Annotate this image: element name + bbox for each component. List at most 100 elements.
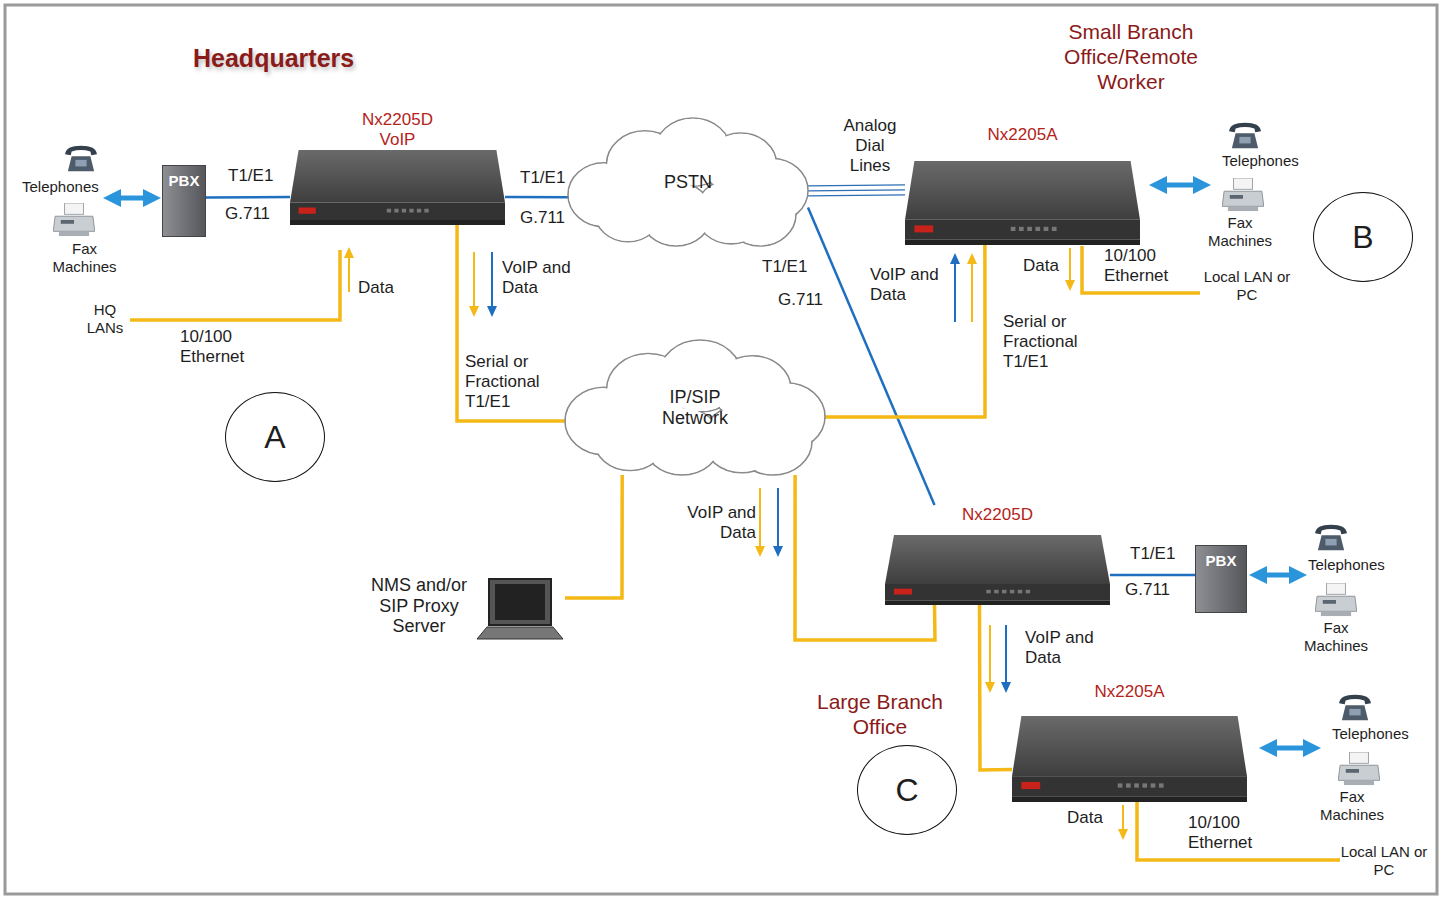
phone-icon — [1315, 525, 1347, 550]
link-path — [505, 196, 568, 199]
link-label: T1/E1 — [1128, 544, 1177, 564]
note-label: Local LAN or PC — [1340, 843, 1428, 878]
fax-icon — [1315, 583, 1357, 616]
link-path — [980, 605, 1013, 770]
device-chassis — [905, 161, 1140, 245]
note-label: Fax Machines — [1200, 214, 1280, 249]
server-label: NMS and/or SIP Proxy Server — [365, 575, 473, 637]
link-line — [505, 197, 568, 198]
lan-wire — [1082, 246, 1200, 293]
voice-arrow — [1268, 746, 1312, 751]
data-arrow — [1069, 248, 1071, 286]
data-arrow — [473, 252, 475, 312]
fax-icon — [1338, 752, 1380, 785]
phone-icon — [65, 146, 97, 171]
note-label: 10/100 Ethernet — [180, 327, 275, 367]
link-line — [808, 185, 905, 196]
network-cloud: PSTN — [568, 118, 808, 246]
note-label: G.711 — [520, 208, 565, 228]
site-letter: B — [1314, 193, 1412, 281]
voip-arrow — [491, 252, 493, 312]
note-label: HQ LANs — [78, 301, 132, 336]
link-line — [825, 245, 985, 417]
note-label: 10/100 Ethernet — [1104, 246, 1199, 286]
device-name: Nx2205D VoIP — [353, 110, 443, 149]
device-name: Nx2205D — [953, 505, 1043, 525]
link-path — [457, 225, 565, 421]
note-label: Fax Machines — [42, 240, 127, 275]
link-path — [206, 196, 290, 199]
network-device: Nx2205D — [885, 505, 1110, 605]
device-chassis — [1012, 716, 1247, 802]
note-label: G.711 — [778, 290, 823, 310]
device-chassis — [290, 150, 505, 225]
link-label: Serial or Fractional T1/E1 — [463, 352, 562, 412]
site-letter: C — [858, 746, 956, 834]
network-device: Nx2205A — [1012, 682, 1247, 802]
device-name: Nx2205A — [978, 125, 1068, 145]
link-line — [980, 605, 1013, 770]
link-label: Serial or Fractional T1/E1 — [1001, 312, 1095, 372]
link-label: T1/E1 — [760, 257, 809, 277]
note-label: Telephones — [1308, 556, 1385, 574]
device-chassis — [885, 535, 1110, 605]
link-line — [565, 475, 622, 598]
voice-arrow — [1158, 183, 1202, 188]
voice-arrow — [112, 196, 152, 201]
site-letter: A — [226, 393, 324, 481]
cloud-label: PSTN — [638, 172, 738, 193]
cloud-label: IP/SIP Network — [645, 387, 745, 428]
voip-arrow — [777, 488, 779, 552]
site-title: Large Branch Office — [800, 690, 960, 740]
site-circle: B — [1313, 192, 1413, 282]
link-path — [808, 190, 905, 191]
link-path — [565, 475, 622, 598]
pbx-label: PBX — [163, 166, 205, 189]
note-label: VoIP and Data — [870, 265, 950, 305]
note-label: Data — [1023, 256, 1059, 276]
link-line — [457, 225, 565, 421]
link-path — [808, 185, 905, 186]
link-path — [808, 195, 905, 196]
note-label: Telephones — [22, 178, 99, 196]
voice-arrow — [1258, 573, 1298, 578]
note-label: G.711 — [225, 204, 270, 224]
lan-wire — [130, 250, 340, 320]
note-label: VoIP and Data — [676, 503, 756, 543]
link-label: T1/E1 — [518, 168, 567, 188]
fax-icon — [1222, 178, 1264, 211]
link-path — [825, 245, 985, 417]
laptop-icon — [475, 575, 565, 643]
phone-icon — [1339, 695, 1371, 720]
note-label: Fax Machines — [1312, 788, 1392, 823]
voip-arrow — [1005, 625, 1007, 688]
site-title: Small Branch Office/Remote Worker — [1048, 20, 1214, 94]
link-line — [808, 208, 935, 505]
note-label: 10/100 Ethernet — [1188, 813, 1283, 853]
pbx-box: PBX — [162, 165, 206, 237]
link-line — [206, 197, 290, 198]
data-arrow — [759, 488, 761, 552]
fax-icon — [53, 203, 95, 236]
site-circle: C — [857, 745, 957, 835]
note-label: Local LAN or PC — [1203, 268, 1291, 303]
phone-icon — [1229, 123, 1261, 148]
network-cloud: IP/SIP Network — [565, 340, 825, 475]
note-label: VoIP and Data — [502, 258, 592, 298]
pbx-box: PBX — [1195, 545, 1247, 613]
note-label: VoIP and Data — [1025, 628, 1115, 668]
frame — [5, 5, 1437, 894]
data-arrow — [348, 252, 350, 292]
note-label: Fax Machines — [1296, 619, 1376, 654]
network-device: Nx2205A — [905, 125, 1140, 245]
note-label: Telephones — [1332, 725, 1409, 743]
note-label: Data — [1067, 808, 1103, 828]
site-circle: A — [225, 392, 325, 482]
network-device: Nx2205D VoIP — [290, 110, 505, 225]
site-title: Headquarters — [193, 44, 354, 74]
device-name: Nx2205A — [1085, 682, 1175, 702]
data-arrow — [971, 258, 973, 322]
note-label: Data — [358, 278, 394, 298]
lan-wire — [1137, 802, 1340, 860]
voip-arrow — [954, 258, 956, 322]
